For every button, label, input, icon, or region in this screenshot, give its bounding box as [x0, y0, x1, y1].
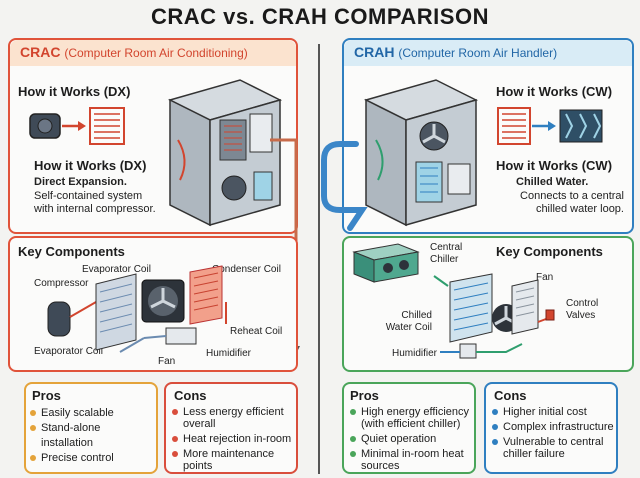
crah-how-title-1: How it Works (CW)	[496, 84, 613, 99]
crac-how-title-1: How it Works (DX)	[18, 84, 131, 99]
crac-label-fan: Fan	[158, 356, 176, 367]
crac-label-evap-top: Evaporator Coil	[82, 264, 151, 275]
fan-icon	[141, 279, 185, 323]
crac-label-condenser: Condenser Coil	[212, 264, 281, 275]
condenser-coil-icon	[189, 265, 223, 325]
list-item: More maintenance points	[172, 448, 296, 472]
crah-pros-panel	[342, 382, 476, 474]
crah-components-illustration	[433, 273, 555, 359]
list-item: Heat rejection in-room	[172, 433, 296, 445]
crac-cons-title: Cons	[174, 388, 207, 403]
crac-label-humidifier: Humidifier	[206, 348, 252, 359]
crac-dx-icon	[29, 107, 125, 145]
list-item: Stand-alone installation	[30, 421, 154, 451]
crac-pros-title: Pros	[32, 388, 61, 403]
crac-how-desc: Self-contained system with internal comp…	[34, 190, 156, 215]
crac-pros-list: Easily scalable Stand-alone installation…	[30, 406, 154, 466]
evaporator-coil-icon	[95, 273, 137, 351]
crah-cons-title: Cons	[494, 388, 527, 403]
list-item: High energy efficiency (with efficient c…	[350, 406, 474, 430]
crah-chilled-water-pipe	[321, 141, 368, 231]
crah-header-sub: (Computer Room Air Handler)	[398, 46, 558, 60]
crah-pros-title: Pros	[350, 388, 379, 403]
crac-label-reheat: Reheat Coil	[230, 326, 283, 337]
crah-label-humidifier: Humidifier	[392, 348, 438, 359]
list-item: Quiet operation	[350, 433, 474, 445]
list-item: Easily scalable	[30, 406, 154, 421]
center-divider	[318, 44, 320, 474]
filter-panel-icon	[511, 279, 539, 335]
crah-header: CRAH (Computer Room Air Handler)	[344, 40, 632, 66]
chiller-icon	[352, 243, 420, 283]
crac-header-main: CRAC	[20, 44, 61, 60]
crah-header-main: CRAH	[354, 44, 395, 60]
chilled-water-coil-icon	[449, 273, 493, 343]
crah-label-control-valves: Control Valves	[566, 298, 599, 321]
crac-cons-panel	[164, 382, 298, 474]
crac-how-title-2: How it Works (DX)	[34, 158, 147, 173]
crac-how-bold: Direct Expansion.	[34, 176, 127, 188]
crac-label-evap-bottom: Evaporator Coil	[34, 346, 103, 357]
crah-pros-list: High energy efficiency (with efficient c…	[350, 406, 474, 472]
crah-cons-list: Higher initial cost Complex infrastructu…	[492, 406, 616, 460]
crah-label-chilled-water-coil: Chilled Water Coil	[385, 310, 432, 333]
humidifier-icon	[143, 327, 197, 345]
crah-unit-illustration	[363, 79, 479, 227]
list-item: Precise control	[30, 451, 154, 466]
crah-cons-panel	[484, 382, 618, 474]
crac-components-illustration	[47, 265, 227, 353]
crah-how-desc: Connects to a central chilled water loop…	[520, 190, 624, 215]
crah-how-title-2: How it Works (CW)	[496, 158, 613, 173]
crah-label-central-chiller: Central Chiller	[430, 242, 463, 265]
compressor-icon	[47, 301, 97, 337]
crac-unit-illustration	[167, 79, 283, 227]
crac-cons-list: Less energy efficient overall Heat rejec…	[172, 406, 296, 472]
list-item: Less energy efficient overall	[172, 406, 296, 430]
crac-pros-panel	[24, 382, 158, 474]
crac-header: CRAC (Computer Room Air Conditioning)	[10, 40, 296, 66]
list-item: Higher initial cost	[492, 406, 616, 418]
humidifier-icon	[459, 343, 477, 359]
crac-key-title: Key Components	[18, 244, 125, 259]
crah-how-bold: Chilled Water.	[516, 176, 589, 188]
crac-header-sub: (Computer Room Air Conditioning)	[64, 46, 248, 60]
crah-label-fan: Fan	[536, 272, 554, 283]
list-item: Minimal in-room heat sources	[350, 448, 474, 472]
list-item: Vulnerable to central chiller failure	[492, 436, 616, 460]
list-item: Complex infrastructure	[492, 421, 616, 433]
crah-chiller-illustration	[352, 243, 420, 283]
crac-label-compressor: Compressor	[34, 278, 89, 289]
page-title: CRAC vs. CRAH COMPARISON	[151, 4, 489, 29]
crah-cw-icon	[497, 107, 603, 145]
control-valve-icon	[537, 309, 555, 323]
crah-key-title: Key Components	[496, 244, 603, 259]
